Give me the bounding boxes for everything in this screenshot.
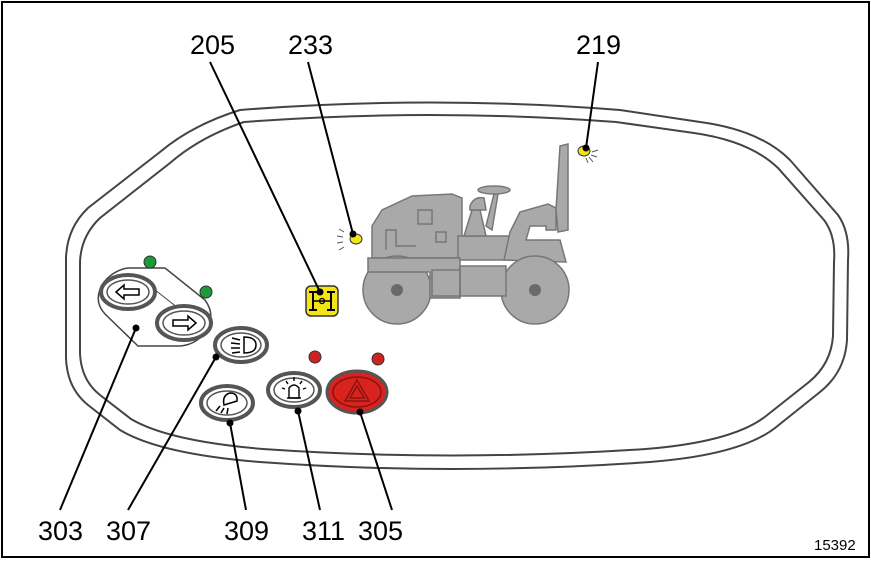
- callout-305: 305: [358, 516, 404, 546]
- callout-311: 311: [302, 516, 346, 546]
- panel-outer-outline: [65, 101, 850, 470]
- drum-drive-icon: [305, 285, 339, 317]
- right-turn-indicator-led: [199, 285, 213, 299]
- callout-233: 233: [288, 30, 334, 60]
- callout-219: 219: [576, 30, 622, 60]
- roller-compactor-icon: [362, 143, 570, 325]
- left-turn-indicator-led: [143, 255, 157, 269]
- hazard-button[interactable]: [325, 369, 389, 415]
- rotating-beacon-icon: [281, 377, 307, 399]
- document-id: 15392: [814, 537, 856, 554]
- front-drum-hub: [391, 284, 403, 296]
- callout-leader-dots: [132, 144, 590, 427]
- hazard-warning-icon: [343, 378, 371, 402]
- turn-right-button[interactable]: [155, 304, 213, 342]
- turn-left-button[interactable]: [99, 273, 157, 311]
- callout-205: 205: [190, 30, 236, 60]
- headlight-button[interactable]: [213, 326, 269, 364]
- panel-inner-outline: [79, 114, 836, 457]
- beacon-indicator-led: [308, 350, 322, 364]
- work-light-button[interactable]: [199, 384, 255, 422]
- beacon-button[interactable]: [266, 371, 322, 409]
- arrow-right-icon: [172, 314, 198, 332]
- headlight-icon: [230, 336, 257, 354]
- work-light-icon: [215, 392, 238, 415]
- callout-303: 303: [38, 516, 84, 546]
- hazard-indicator-led: [371, 352, 385, 366]
- callout-307: 307: [106, 516, 152, 546]
- callout-leader-lines: [59, 61, 599, 511]
- callout-309: 309: [224, 516, 270, 546]
- arrow-left-icon: [114, 283, 140, 301]
- rear-drum-hub: [529, 284, 541, 296]
